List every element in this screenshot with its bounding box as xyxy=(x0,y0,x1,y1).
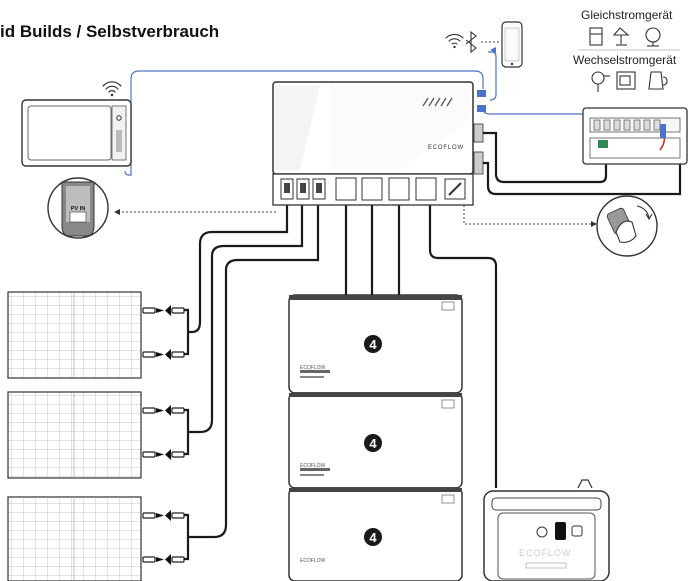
switch-callout-link xyxy=(463,205,597,227)
smart-generator: ECOFLOW xyxy=(483,479,610,581)
hairdryer-icon xyxy=(591,71,610,92)
svg-text:ECOFLOW: ECOFLOW xyxy=(519,548,572,558)
generator-cable xyxy=(428,205,498,488)
wifi-icon xyxy=(102,81,122,97)
kettle-icon xyxy=(648,71,668,90)
solar-panel-2 xyxy=(7,391,142,479)
fan-icon xyxy=(645,27,661,47)
battery-badge-1: 4 xyxy=(369,337,377,352)
svg-text:PV IN: PV IN xyxy=(71,206,85,212)
svg-text:ECOFLOW: ECOFLOW xyxy=(428,145,464,151)
hand-switch-icon xyxy=(596,195,658,257)
bluetooth-icon xyxy=(465,30,477,54)
pv-cables xyxy=(184,205,320,561)
distribution-board xyxy=(582,107,688,165)
smartphone-icon xyxy=(501,21,523,68)
page-title: id Builds / Selbstverbrauch xyxy=(0,22,220,41)
wifi-icon-top xyxy=(445,33,464,49)
battery-stack xyxy=(288,294,463,581)
pv-in-port-callout: PV IN xyxy=(47,177,109,239)
smart-home-panel xyxy=(21,99,132,167)
battery-badge-2: 4 xyxy=(369,436,377,451)
lamp-icon xyxy=(612,27,630,46)
battery-brand-text: ECOFLOW ECOFLOW ECOFLOW xyxy=(300,365,326,564)
dc-appliance-label: Gleichstromgerät xyxy=(581,8,673,22)
battery-cables xyxy=(344,205,401,295)
link-arrow xyxy=(490,47,496,53)
fridge-icon xyxy=(589,27,603,46)
battery-badge-3: 4 xyxy=(369,530,377,545)
ac-cables xyxy=(483,131,682,196)
svg-text:ECOFLOW: ECOFLOW xyxy=(300,558,326,564)
pv-arrows xyxy=(156,305,171,565)
battery-badges: 4 4 4 xyxy=(364,335,382,546)
ac-appliance-icons xyxy=(591,71,668,92)
pv-connectors xyxy=(142,307,185,563)
solar-panel-3 xyxy=(7,496,142,581)
microwave-icon xyxy=(616,71,636,90)
ac-appliance-label: Wechselstromgerät xyxy=(573,53,677,67)
dc-appliance-icons xyxy=(589,27,661,47)
svg-text:ECOFLOW: ECOFLOW xyxy=(300,463,326,469)
main-inverter: ECOFLOW xyxy=(272,81,486,206)
svg-text:ECOFLOW: ECOFLOW xyxy=(300,365,326,371)
solar-panel-1 xyxy=(7,291,142,379)
